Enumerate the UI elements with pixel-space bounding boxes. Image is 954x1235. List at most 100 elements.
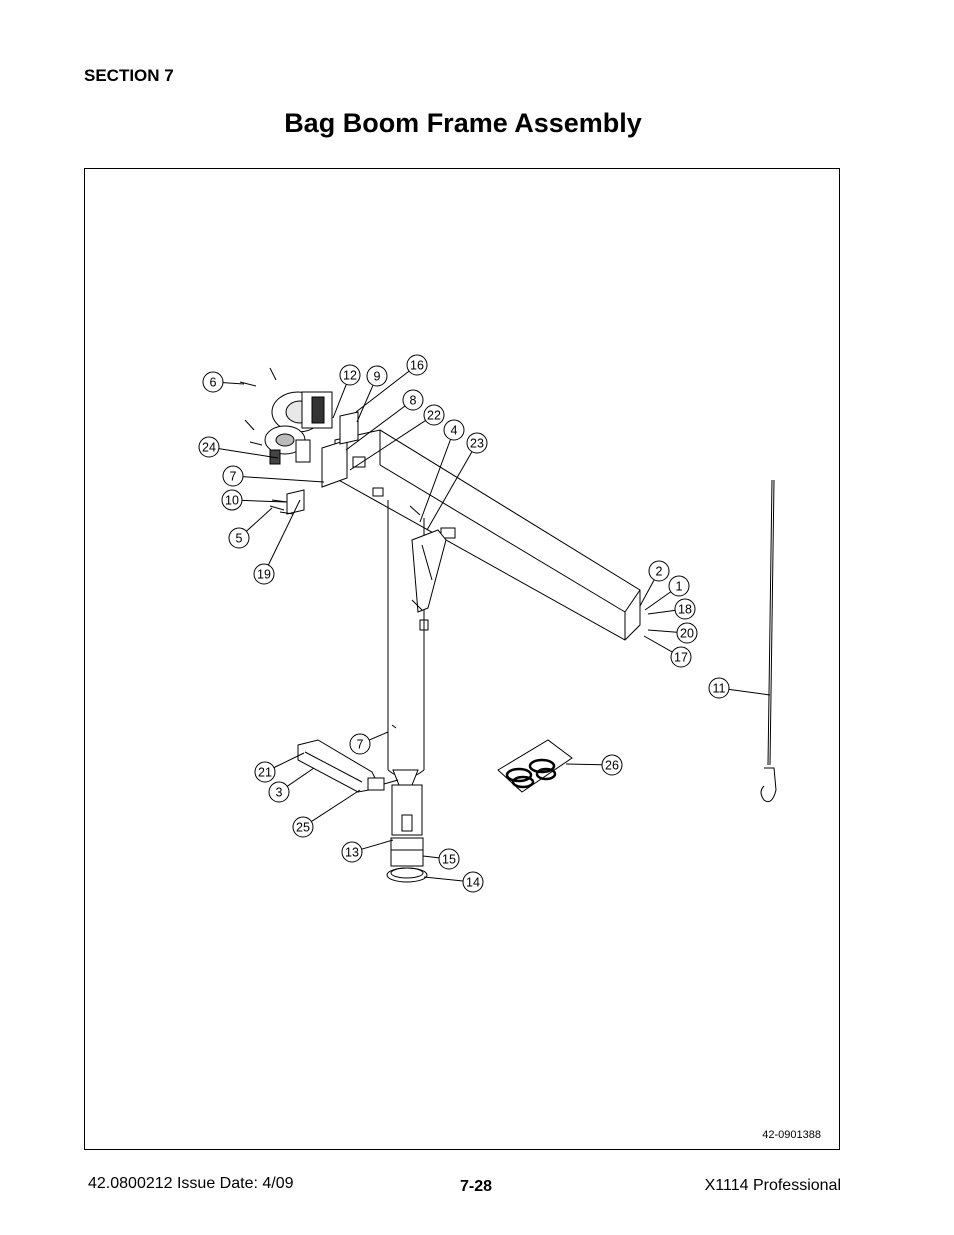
callout-number: 4	[451, 424, 458, 438]
callout-bubble	[221, 489, 243, 511]
callout-bubble	[466, 432, 488, 454]
callout-leader-line	[241, 499, 287, 503]
seal-kit-bag	[497, 739, 573, 793]
callout-20: 20	[647, 622, 698, 644]
callout-bubble	[462, 871, 484, 893]
callout-17: 17	[643, 635, 692, 668]
callout-number: 6	[210, 376, 217, 390]
callout-number: 21	[258, 766, 272, 780]
callout-number: 11	[713, 682, 726, 696]
cable-hook	[760, 479, 777, 803]
callout-number: 25	[296, 821, 310, 835]
callout-leader-line	[426, 451, 473, 531]
callout-leader-line	[242, 476, 325, 483]
callout-leader-line	[246, 507, 273, 532]
callout-leader-line	[647, 609, 676, 615]
callout-bubble	[254, 761, 276, 783]
callout-number: 24	[202, 441, 216, 455]
callout-leader-line	[311, 789, 361, 822]
callout-bubble	[406, 354, 428, 376]
callout-bubble	[648, 560, 670, 582]
callout-leader-line	[422, 855, 440, 859]
callout-number: 9	[374, 370, 381, 384]
callout-leader-line	[419, 439, 452, 523]
callout-bubble	[670, 646, 692, 668]
callout-number: 22	[427, 409, 441, 423]
callout-bubble	[228, 527, 250, 549]
callout-leader-line	[356, 384, 374, 423]
callout-number: 13	[345, 846, 359, 860]
hydraulic-cylinder	[411, 529, 447, 613]
callout-bubble	[292, 816, 314, 838]
callout-bubble	[268, 781, 290, 803]
callout-number: 1	[676, 580, 683, 594]
callout-leader-line	[222, 382, 245, 385]
callout-bubble	[443, 419, 465, 441]
callout-number: 19	[257, 568, 271, 582]
base-sleeve	[386, 769, 428, 883]
callout-number: 10	[225, 494, 239, 508]
callout-leader-line	[361, 839, 394, 850]
callout-number: 7	[357, 738, 364, 752]
callout-bubble	[708, 677, 730, 699]
callout-16: 16	[355, 354, 428, 413]
callout-12: 12	[332, 364, 361, 419]
callout-26: 26	[565, 754, 623, 776]
callout-bubble	[339, 364, 361, 386]
boom-arm	[334, 429, 641, 641]
callout-4: 4	[419, 419, 465, 523]
callout-number: 17	[674, 651, 688, 665]
callout-leader-line	[643, 635, 673, 653]
callout-number: 14	[466, 876, 480, 890]
callout-leader-line	[273, 752, 305, 769]
callout-19: 19	[253, 499, 301, 585]
callout-11: 11	[708, 677, 771, 699]
callout-bubble	[674, 598, 696, 620]
callout-bubble	[349, 733, 371, 755]
page-title: Bag Boom Frame Assembly	[284, 108, 642, 138]
callout-leader-line	[639, 579, 655, 607]
callout-bubble	[341, 841, 363, 863]
callout-25: 25	[292, 789, 361, 838]
callout-leader-line	[647, 629, 678, 633]
callout-bubble	[668, 575, 690, 597]
callout-22: 22	[349, 404, 445, 471]
callout-number: 23	[470, 437, 484, 451]
callout-13: 13	[341, 839, 394, 863]
callout-14: 14	[423, 871, 484, 893]
motor-assembly	[239, 367, 333, 465]
callout-leader-line	[286, 767, 315, 787]
callout-number: 12	[343, 369, 357, 383]
callout-bubble	[438, 848, 460, 870]
callout-1: 1	[644, 575, 690, 611]
callout-number: 15	[442, 853, 456, 867]
bracket-hardware	[269, 489, 305, 515]
callout-number: 16	[410, 359, 424, 373]
footer-page-number: 7-28	[460, 1178, 493, 1195]
footer-product: X1114 Professional	[704, 1177, 841, 1194]
diagram-frame: 42-0901388	[84, 168, 840, 1150]
callout-number: 20	[680, 627, 694, 641]
lower-bracket-arm	[297, 739, 399, 793]
callout-23: 23	[426, 432, 488, 531]
callout-8: 8	[345, 389, 424, 451]
callout-bubble	[402, 389, 424, 411]
callout-7: 7	[349, 731, 389, 755]
callout-bubble	[253, 563, 275, 585]
callout-9: 9	[356, 365, 388, 423]
footer-doc-number: 42.0800212 Issue Date: 4/09	[88, 1175, 294, 1192]
callout-bubble	[202, 371, 224, 393]
callout-leader-line	[368, 731, 389, 741]
mounting-plate	[321, 411, 359, 488]
callout-18: 18	[647, 598, 696, 620]
callout-leader-line	[267, 499, 301, 566]
callout-leader-line	[332, 384, 347, 419]
callout-leader-line	[644, 591, 672, 611]
callout-leader-line	[355, 370, 410, 413]
callout-leader-line	[218, 448, 279, 459]
callout-bubble	[198, 436, 220, 458]
callout-7: 7	[222, 465, 325, 487]
callout-bubble	[222, 465, 244, 487]
